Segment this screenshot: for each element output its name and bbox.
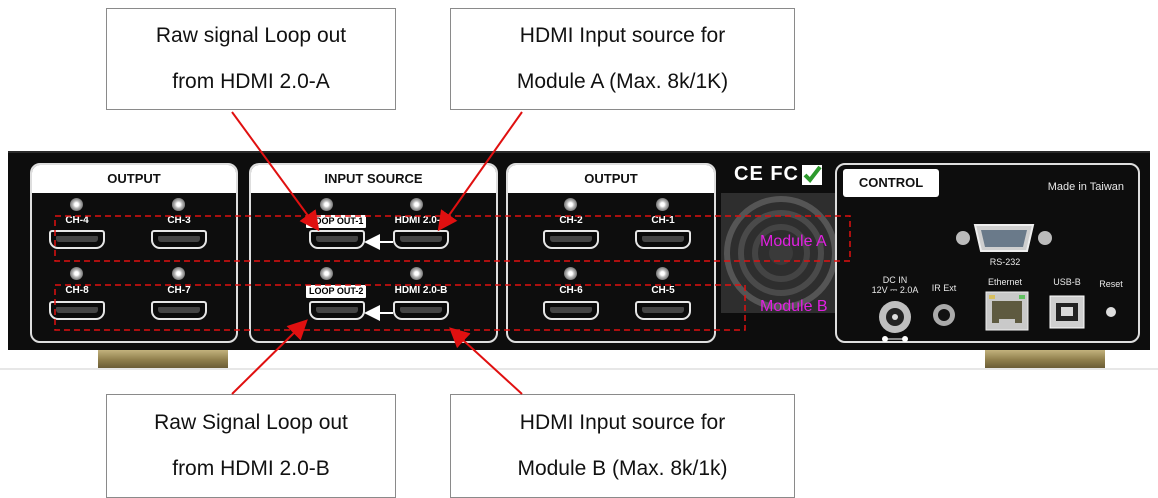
hdmi-port-ch8[interactable] xyxy=(49,301,105,320)
ch6-label: CH-6 xyxy=(559,285,583,296)
sma-connector xyxy=(70,267,83,280)
module-b-label: Module B xyxy=(760,298,828,315)
hdmi-2-0-a-label: HDMI 2.0-A xyxy=(394,215,448,226)
ethernet-label: Ethernet xyxy=(987,277,1023,287)
output-left-panel: OUTPUT xyxy=(30,163,238,343)
callout-hdmi-input-b-line2: Module B (Max. 8k/1k) xyxy=(517,457,728,480)
ch1-label: CH-1 xyxy=(651,215,675,226)
ch4-label: CH-4 xyxy=(65,215,89,226)
input-source-title: INPUT SOURCE xyxy=(251,165,496,193)
ch8-label: CH-8 xyxy=(65,285,89,296)
sma-connector xyxy=(172,267,185,280)
callout-loop-out-b-line1: Raw Signal Loop out xyxy=(154,411,348,434)
arrow-to-loop-out-2 xyxy=(231,319,308,395)
rs232-port-icon[interactable] xyxy=(955,221,1053,255)
sma-connector xyxy=(656,267,669,280)
hdmi-2-0-b-label: HDMI 2.0-B xyxy=(394,285,448,296)
dc-rating-label: 12V ⎓ 2.0A xyxy=(871,285,919,295)
hdmi-port-ch2[interactable] xyxy=(543,230,599,249)
certification-marks: CE FC xyxy=(734,163,799,185)
output-left-title: OUTPUT xyxy=(32,165,236,193)
arrow-to-hdmi-input-a xyxy=(437,111,523,232)
hdmi-port-ch5[interactable] xyxy=(635,301,691,320)
table-line xyxy=(0,368,1158,370)
sma-connector xyxy=(410,198,423,211)
arrow-to-hdmi-input-b xyxy=(449,327,523,395)
made-in-label: Made in Taiwan xyxy=(1047,181,1124,193)
ir-ext-label: IR Ext xyxy=(931,283,957,293)
control-title: CONTROL xyxy=(843,169,939,197)
ir-ext-jack-icon[interactable] xyxy=(932,303,956,327)
usb-b-port-icon[interactable] xyxy=(1049,295,1085,329)
callout-hdmi-input-a-line2: Module A (Max. 8k/1K) xyxy=(516,70,729,93)
loop-out-1-label: LOOP OUT-1 xyxy=(306,215,367,228)
ch5-label: CH-5 xyxy=(651,285,675,296)
ethernet-port-icon[interactable] xyxy=(985,291,1029,331)
dc-in-label: DC IN xyxy=(882,275,908,285)
hdmi-port-ch6[interactable] xyxy=(543,301,599,320)
right-foot xyxy=(985,348,1105,368)
hdmi-port-ch4[interactable] xyxy=(49,230,105,249)
sma-connector xyxy=(410,267,423,280)
module-b-dashed-box xyxy=(54,284,746,331)
dc-power-jack-icon[interactable] xyxy=(877,299,913,343)
rohs-check-icon xyxy=(802,165,822,185)
control-panel: CONTROL Made in Taiwan RS-232 DC IN 12V … xyxy=(835,163,1140,343)
sma-connector xyxy=(172,198,185,211)
usb-b-label: USB-B xyxy=(1053,277,1081,287)
sma-connector xyxy=(564,198,577,211)
ch3-label: CH-3 xyxy=(167,215,191,226)
rs232-label: RS-232 xyxy=(989,257,1021,267)
callout-loop-out-b-line2: from HDMI 2.0-B xyxy=(172,457,330,480)
sma-connector xyxy=(320,198,333,211)
hdmi-port-loop-out-1[interactable] xyxy=(309,230,365,249)
callout-hdmi-input-a: HDMI Input source for Module A (Max. 8k/… xyxy=(450,8,795,110)
module-a-dashed-box xyxy=(54,215,851,262)
hdmi-port-input-a[interactable] xyxy=(393,230,449,249)
sma-connector xyxy=(320,267,333,280)
sma-connector xyxy=(564,267,577,280)
output-right-title: OUTPUT xyxy=(508,165,714,193)
ch2-label: CH-2 xyxy=(559,215,583,226)
hdmi-port-ch1[interactable] xyxy=(635,230,691,249)
callout-hdmi-input-a-line1: HDMI Input source for xyxy=(519,24,726,47)
reset-button-icon[interactable] xyxy=(1104,305,1118,319)
ch7-label: CH-7 xyxy=(167,285,191,296)
hdmi-port-input-b[interactable] xyxy=(393,301,449,320)
module-a-label: Module A xyxy=(760,233,827,250)
left-foot xyxy=(98,348,228,368)
callout-loop-out-a-line2: from HDMI 2.0-A xyxy=(172,70,330,93)
sma-connector xyxy=(70,198,83,211)
callout-hdmi-input-b-line1: HDMI Input source for xyxy=(519,411,726,434)
loop-out-2-label: LOOP OUT-2 xyxy=(306,285,367,298)
callout-loop-out-a: Raw signal Loop out from HDMI 2.0-A xyxy=(106,8,396,110)
reset-label: Reset xyxy=(1099,279,1123,289)
sma-connector xyxy=(656,198,669,211)
hdmi-port-ch3[interactable] xyxy=(151,230,207,249)
callout-hdmi-input-b: HDMI Input source for Module B (Max. 8k/… xyxy=(450,394,795,498)
hdmi-port-ch7[interactable] xyxy=(151,301,207,320)
callout-loop-out-b: Raw Signal Loop out from HDMI 2.0-B xyxy=(106,394,396,498)
arrow-to-loop-out-1 xyxy=(231,111,320,232)
callout-loop-out-a-line1: Raw signal Loop out xyxy=(155,24,347,47)
